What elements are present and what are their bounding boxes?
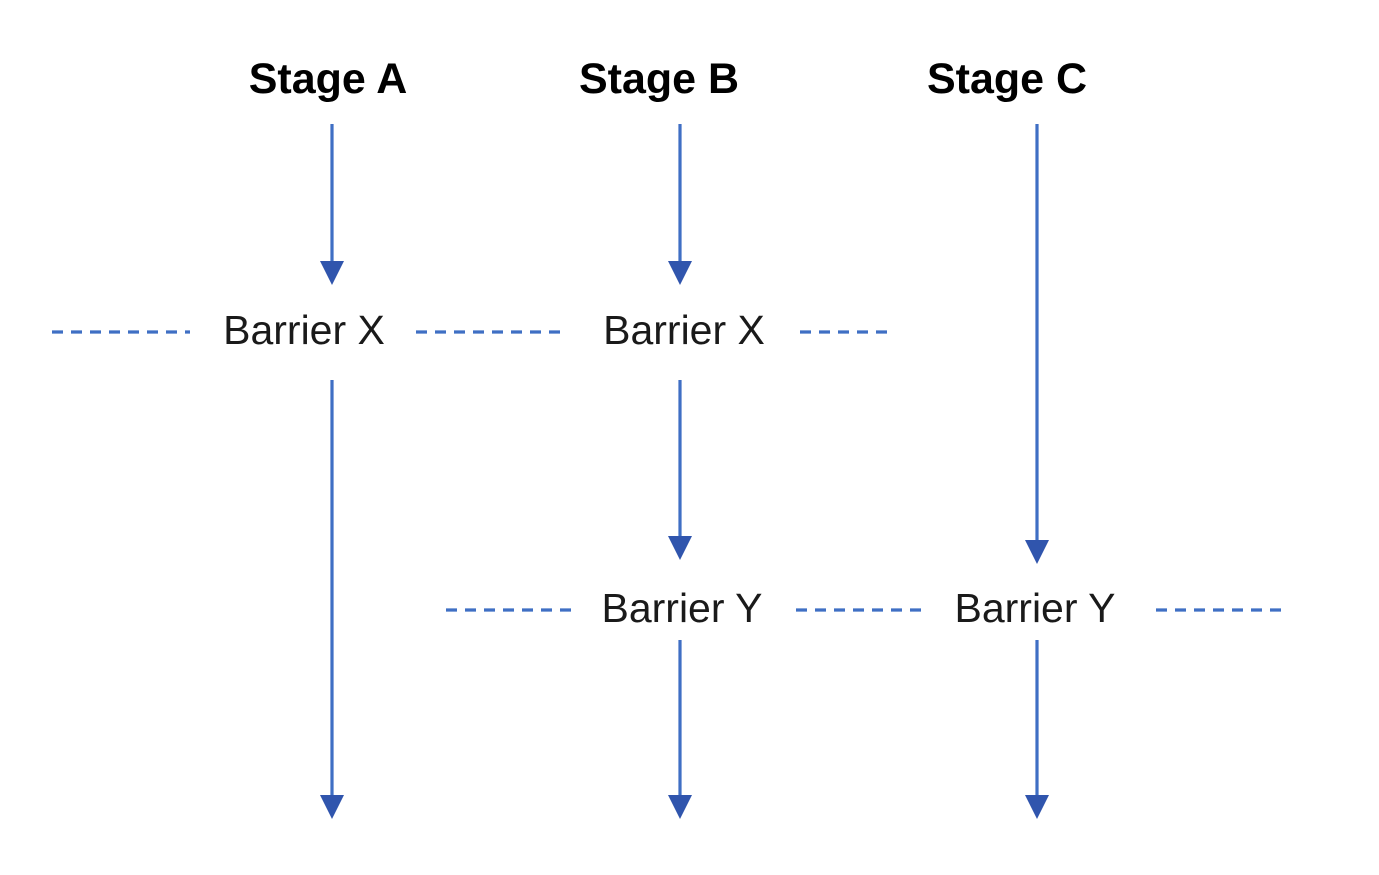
stage-header-a: Stage A bbox=[249, 55, 408, 103]
barrier-label-backdrop bbox=[200, 306, 408, 358]
dashed-connectors-group bbox=[52, 330, 1282, 612]
arrow-stage-c-bottom bbox=[1025, 640, 1049, 819]
arrow-stage-a-top bbox=[320, 124, 344, 285]
barrier-label-y-stage-c: Barrier Y bbox=[954, 585, 1115, 631]
arrow-head bbox=[668, 261, 692, 285]
arrow-head bbox=[1025, 540, 1049, 564]
arrow-head bbox=[668, 536, 692, 560]
arrow-head bbox=[320, 261, 344, 285]
arrow-stage-b-mid bbox=[668, 380, 692, 560]
barrier-label-x-stage-a: Barrier X bbox=[223, 307, 385, 353]
arrow-stage-a-long bbox=[320, 380, 344, 819]
arrow-head bbox=[1025, 795, 1049, 819]
barrier-labels-group: Barrier X Barrier X Barrier Y Barrier Y bbox=[200, 306, 1135, 636]
arrow-head bbox=[668, 795, 692, 819]
stage-header-c: Stage C bbox=[927, 55, 1087, 103]
arrow-stage-b-bottom bbox=[668, 640, 692, 819]
arrows-group bbox=[320, 124, 1049, 819]
arrow-head bbox=[320, 795, 344, 819]
arrow-stage-c-long bbox=[1025, 124, 1049, 564]
barrier-label-x-stage-b: Barrier X bbox=[603, 307, 765, 353]
stage-header-b: Stage B bbox=[579, 55, 739, 103]
barrier-label-backdrop bbox=[935, 584, 1135, 636]
barrier-label-backdrop bbox=[580, 306, 788, 358]
arrow-stage-b-top bbox=[668, 124, 692, 285]
barrier-label-y-stage-b: Barrier Y bbox=[601, 585, 762, 631]
stage-headers-group: Stage A Stage B Stage C bbox=[249, 55, 1087, 103]
barrier-label-backdrop bbox=[582, 584, 782, 636]
